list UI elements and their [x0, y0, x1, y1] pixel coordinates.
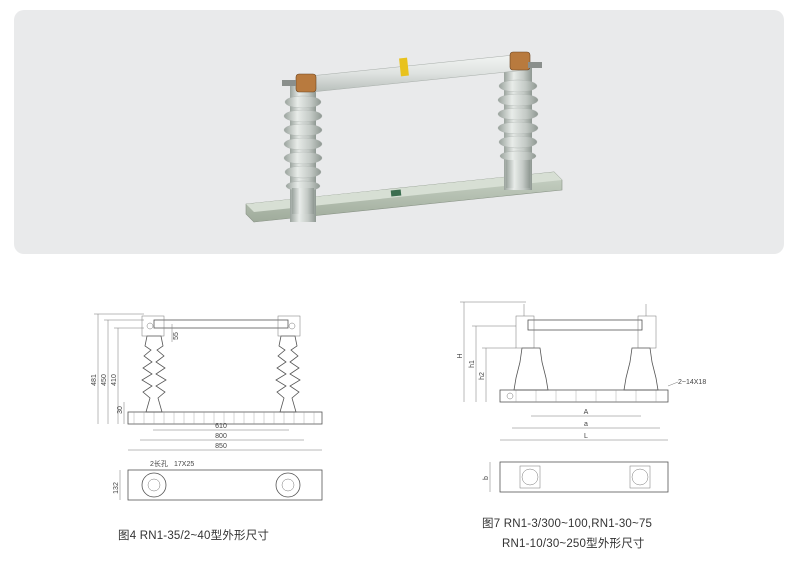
left-insulator — [283, 86, 323, 222]
figure7-drawing: H h1 h2 2~14X18 A a L b — [456, 296, 726, 506]
figure4-caption: 图4 RN1-35/2~40型外形尺寸 — [118, 530, 270, 542]
svg-text:450: 450 — [101, 374, 108, 386]
svg-text:30: 30 — [117, 406, 124, 414]
svg-text:410: 410 — [111, 374, 118, 386]
svg-text:132: 132 — [113, 482, 120, 494]
product-photo — [14, 10, 784, 254]
fig7-plan-view: b — [483, 461, 669, 493]
svg-text:H: H — [457, 353, 464, 358]
fig7-front-view: H h1 h2 2~14X18 A a L — [457, 301, 706, 441]
svg-text:17X25: 17X25 — [174, 461, 194, 468]
fig4-plan-view: 132 2长孔 17X25 — [113, 459, 323, 501]
svg-text:L: L — [584, 433, 588, 440]
right-insulator — [497, 66, 539, 190]
svg-text:h1: h1 — [469, 360, 476, 368]
svg-text:2~14X18: 2~14X18 — [678, 379, 706, 386]
svg-text:850: 850 — [215, 443, 227, 450]
figure4-drawing: 481 450 410 30 55 610 800 850 132 2长孔 17… — [84, 298, 334, 508]
svg-text:a: a — [584, 421, 588, 428]
figure7-caption-line1: 图7 RN1-3/300~100,RN1-30~75 — [482, 518, 653, 530]
figure7-caption-line2: RN1-10/30~250型外形尺寸 — [502, 538, 645, 550]
svg-text:610: 610 — [215, 423, 227, 430]
svg-text:h2: h2 — [479, 372, 486, 380]
svg-text:A: A — [584, 409, 589, 416]
svg-text:800: 800 — [215, 433, 227, 440]
svg-text:481: 481 — [91, 374, 98, 386]
svg-text:b: b — [483, 476, 490, 480]
fig4-front-view: 481 450 410 30 55 610 800 850 — [91, 313, 323, 451]
svg-text:55: 55 — [173, 332, 180, 340]
svg-text:2长孔: 2长孔 — [150, 459, 168, 468]
